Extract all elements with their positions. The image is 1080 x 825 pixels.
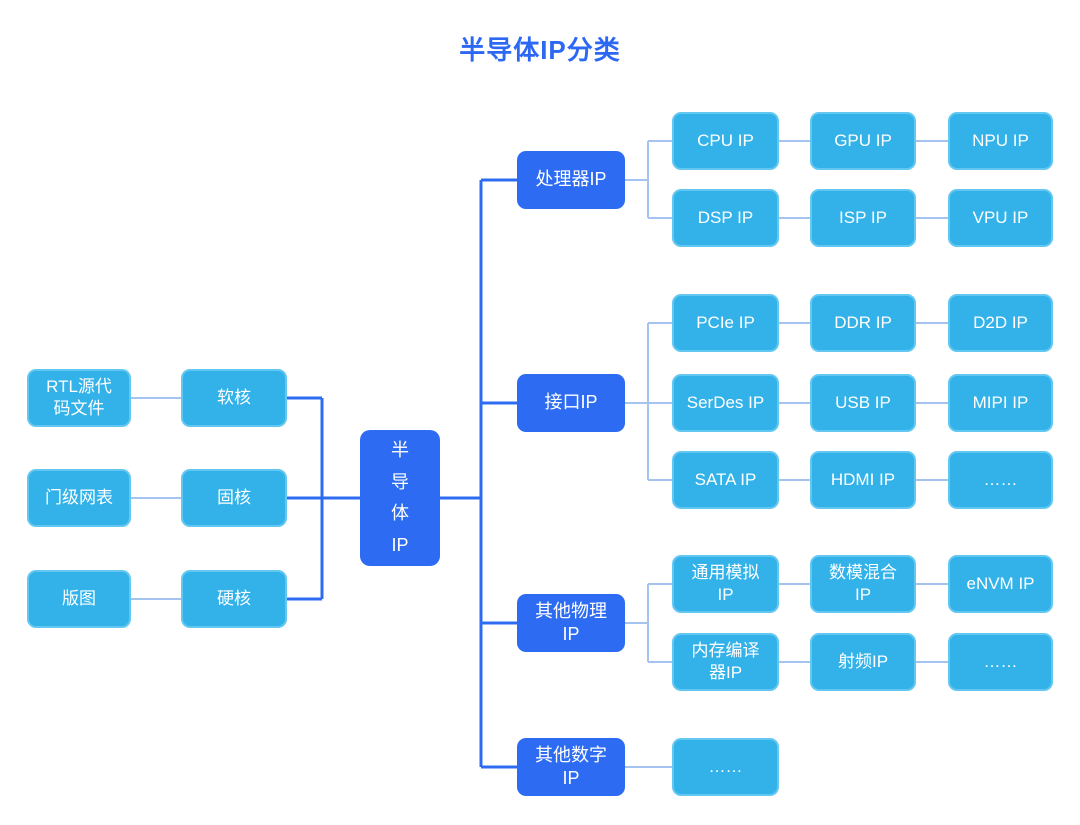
node-rtl-source-file: RTL源代 码文件 [27,369,131,427]
node-category-processor-ip: 处理器IP [517,151,625,209]
node-category-other-digital-ip: 其他数字 IP [517,738,625,796]
node-vpu-ip: VPU IP [948,189,1053,247]
node-isp-ip: ISP IP [810,189,916,247]
node-hdmi-ip: HDMI IP [810,451,916,509]
node-semiconductor-ip-root: 半 导 体 IP [360,430,440,566]
node-d2d-ip: D2D IP [948,294,1053,352]
node-hard-core: 硬核 [181,570,287,628]
node-dsp-ip: DSP IP [672,189,779,247]
node-sata-ip: SATA IP [672,451,779,509]
node-mipi-ip: MIPI IP [948,374,1053,432]
node-ddr-ip: DDR IP [810,294,916,352]
node-layout: 版图 [27,570,131,628]
node-npu-ip: NPU IP [948,112,1053,170]
node-soft-core: 软核 [181,369,287,427]
node-category-interface-ip: 接口IP [517,374,625,432]
node-usb-ip: USB IP [810,374,916,432]
node-cpu-ip: CPU IP [672,112,779,170]
node-envm-ip: eNVM IP [948,555,1053,613]
node-mixed-signal-ip: 数模混合 IP [810,555,916,613]
node-category-other-physical-ip: 其他物理 IP [517,594,625,652]
node-serdes-ip: SerDes IP [672,374,779,432]
node-gpu-ip: GPU IP [810,112,916,170]
node-gate-netlist: 门级网表 [27,469,131,527]
node-general-analog-ip: 通用模拟 IP [672,555,779,613]
node-firm-core: 固核 [181,469,287,527]
node-rf-ip: 射频IP [810,633,916,691]
diagram-title: 半导体IP分类 [459,35,621,65]
node-pcie-ip: PCIe IP [672,294,779,352]
node-ellipsis-digital: …… [672,738,779,796]
node-ellipsis-interface: …… [948,451,1053,509]
node-memory-compiler-ip: 内存编译 器IP [672,633,779,691]
node-ellipsis-physical: …… [948,633,1053,691]
